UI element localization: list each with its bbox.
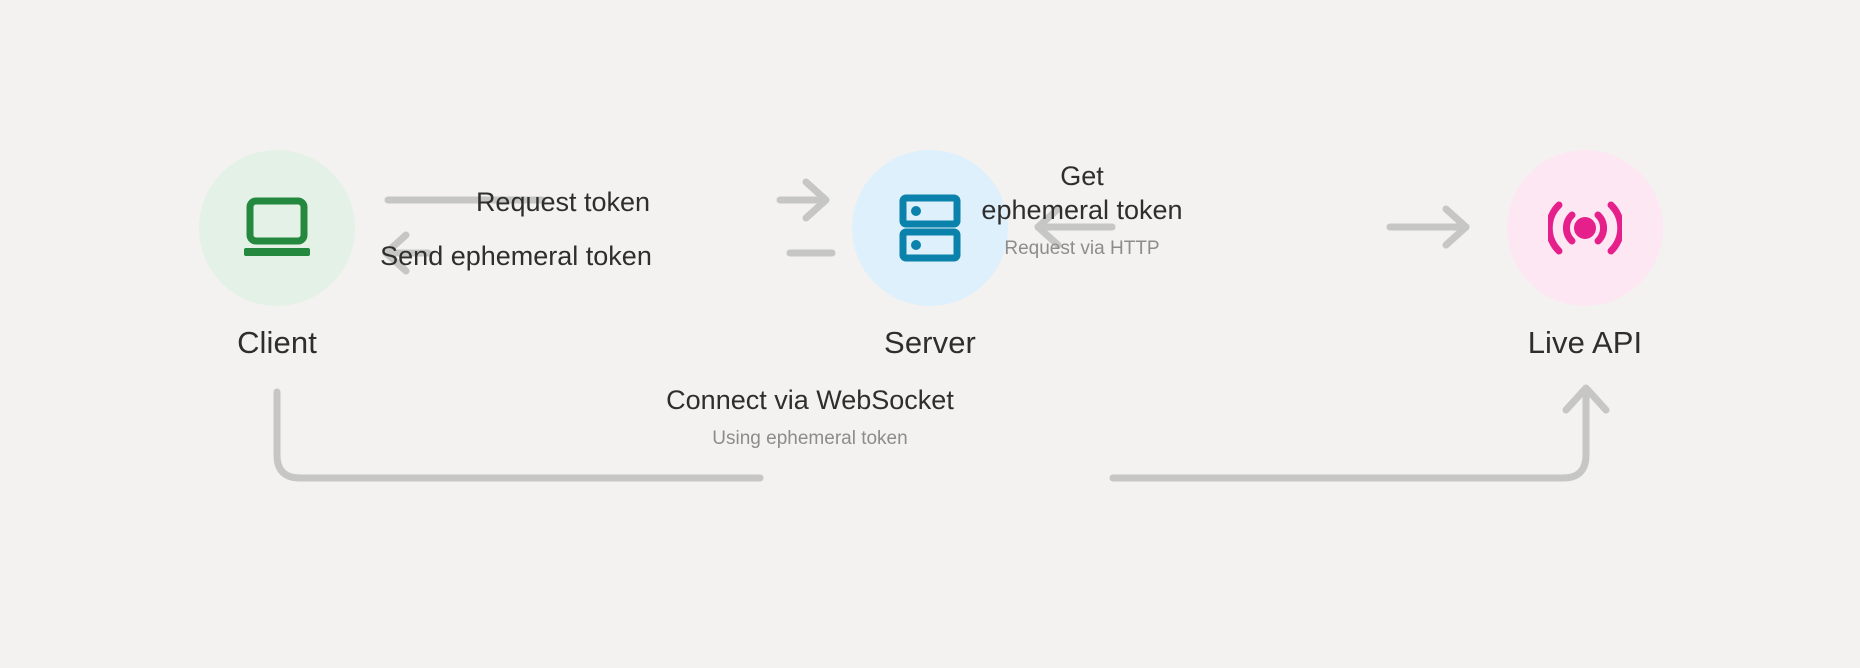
node-client-label: Client	[237, 325, 317, 360]
edge-label-request-token: Request token	[463, 186, 663, 220]
edge-sublabel-request-via-http: Request via HTTP	[1004, 237, 1160, 259]
edge-sublabel-using-ephemeral-token: Using ephemeral token	[712, 427, 908, 449]
broadcast-icon	[1548, 201, 1622, 255]
node-live-api[interactable]: Live API	[1505, 150, 1665, 360]
node-client-circle	[199, 150, 355, 306]
laptop-icon	[244, 197, 310, 256]
edge-label-connect-websocket: Connect via WebSocket Using ephemeral to…	[640, 384, 980, 451]
node-client[interactable]: Client	[197, 150, 357, 360]
edge-label-send-ephemeral-token: Send ephemeral token	[356, 240, 676, 274]
wire-connect-websocket-right	[1109, 386, 1590, 482]
edge-label-get-ephemeral-token-line2: ephemeral token	[981, 194, 1183, 225]
node-server-circle	[852, 150, 1008, 306]
arrowhead-get-token-right	[1442, 205, 1470, 249]
edge-label-connect-websocket-text: Connect via WebSocket	[666, 385, 954, 415]
edge-label-get-ephemeral-token-line1: Get	[1060, 161, 1104, 191]
node-live-api-circle	[1507, 150, 1663, 306]
arrowhead-connect-websocket	[1562, 384, 1610, 414]
node-live-api-label: Live API	[1527, 325, 1643, 360]
edge-label-request-token-text: Request token	[475, 187, 651, 217]
edge-label-get-ephemeral-token: Get ephemeral token Request via HTTP	[932, 160, 1232, 260]
arrowhead-request-token	[802, 178, 830, 222]
server-icon	[899, 194, 961, 262]
node-server[interactable]: Server	[850, 150, 1010, 360]
node-server-label: Server	[884, 325, 976, 360]
edge-label-send-ephemeral-token-text: Send ephemeral token	[380, 241, 652, 271]
